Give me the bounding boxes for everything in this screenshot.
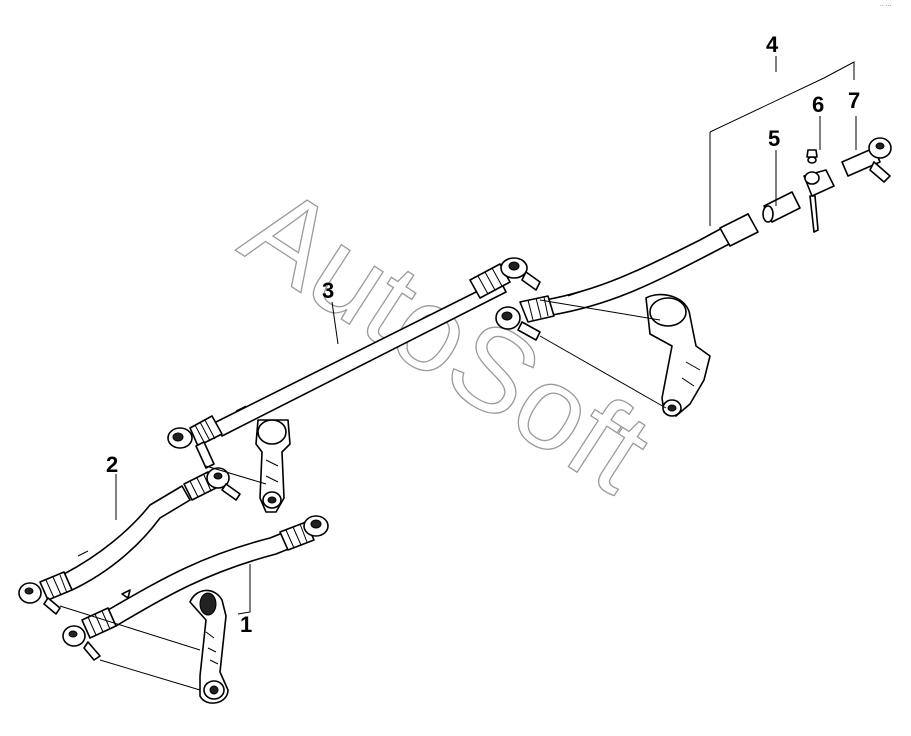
rod-3-bellows-right	[469, 263, 511, 299]
callout-7: 7	[848, 88, 860, 113]
callout-3: 3	[322, 278, 334, 303]
part-7-end-joint	[841, 137, 892, 183]
rod-2	[18, 467, 241, 615]
bracket-lower	[189, 589, 229, 704]
rod-1	[62, 515, 329, 661]
watermark-text: AutoSoft	[221, 161, 673, 518]
rod-2-bellows-left	[39, 571, 73, 601]
rod-3	[167, 257, 541, 469]
part-5-sleeve	[762, 191, 801, 223]
callout-6: 6	[812, 92, 824, 117]
rod-1-ball-joint-right	[303, 515, 329, 537]
rod-3-ball-joint-left	[167, 427, 215, 469]
rod-2-ball-joint-left	[18, 582, 61, 615]
callout-1: 1	[240, 612, 252, 637]
rod-1-bellows-left	[81, 607, 117, 639]
rod-3-ball-joint-right	[500, 257, 541, 291]
rod-4-ball-joint	[495, 306, 541, 341]
corner-mark: ·· ···	[880, 3, 892, 10]
part-6-clamp	[803, 149, 835, 233]
rod-1-ball-joint-left	[62, 625, 101, 661]
rod-3-bellows-left	[189, 415, 223, 447]
leader-lines	[59, 56, 857, 691]
bracket-upper	[645, 293, 711, 417]
rod-4-bellows	[519, 295, 555, 323]
callout-4: 4	[766, 32, 779, 57]
callout-5: 5	[768, 126, 780, 151]
callout-2: 2	[106, 452, 118, 477]
rod-4	[495, 213, 759, 341]
rod-2-ball-joint-right	[206, 467, 241, 501]
bracket-middle	[255, 419, 291, 513]
